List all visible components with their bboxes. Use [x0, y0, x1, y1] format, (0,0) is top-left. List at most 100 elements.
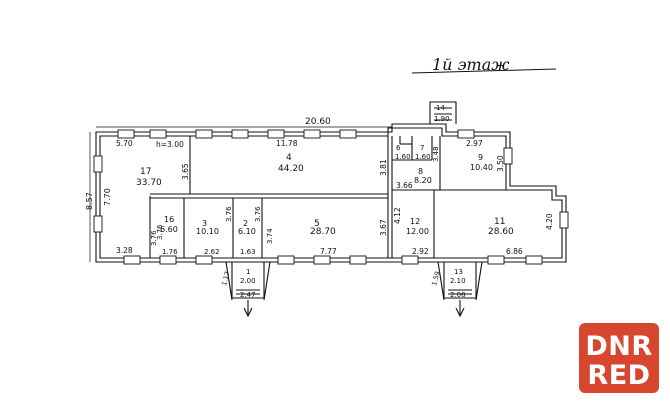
porch-left — [231, 262, 265, 299]
watermark-logo: DNR RED — [579, 323, 659, 393]
room-area: 28.60 — [488, 227, 514, 237]
dimension-label: 3.76 — [156, 224, 164, 240]
room-9: 9 10.40 — [470, 153, 493, 172]
room-area: 1.60 — [415, 153, 431, 161]
dimension-label: 3.50 — [496, 155, 505, 172]
window — [503, 147, 513, 165]
room-area: 44.20 — [278, 164, 304, 174]
dimension-label: 1.63 — [240, 248, 256, 256]
room-4: 4 44.20 — [278, 153, 304, 174]
dimension-label: 2.08 — [450, 291, 466, 299]
window — [401, 255, 419, 265]
porch-right — [443, 262, 477, 299]
room-16: 16 6.60 — [160, 215, 178, 234]
room-number: 2 — [243, 219, 248, 228]
window — [277, 255, 295, 265]
room-number: 17 — [140, 167, 151, 177]
floor-title-text: 1й этаж — [432, 55, 510, 74]
room-11: 11 28.60 — [488, 217, 514, 237]
porch-rail — [475, 261, 483, 301]
room-area: 10.40 — [470, 163, 493, 172]
outer-wall — [95, 123, 567, 263]
room-area: 2.10 — [450, 277, 466, 285]
room-area: 1.90 — [434, 115, 450, 123]
room-number: 8 — [418, 167, 423, 176]
dimension-label: 2.92 — [412, 247, 429, 256]
window — [195, 255, 213, 265]
windows — [93, 129, 569, 265]
floor-title: 1й этаж — [411, 55, 557, 74]
window — [149, 129, 167, 139]
room-area: 12.00 — [406, 227, 429, 236]
overall-height-label: 8.57 — [85, 192, 94, 210]
dimension-label: 3.67 — [379, 219, 388, 236]
room-number: 6 — [396, 144, 401, 152]
ceiling-height-label: h=3.00 — [156, 140, 184, 149]
dimension-label: 3.66 — [396, 181, 413, 190]
porch-rail — [263, 261, 271, 301]
room-area: 1.60 — [395, 153, 411, 161]
dimension-label: 6.86 — [506, 247, 523, 256]
window — [93, 215, 103, 233]
dimension-label: 3.65 — [181, 163, 190, 180]
window — [123, 255, 141, 265]
room-number: 13 — [454, 268, 463, 276]
room-13: 13 2.10 — [450, 268, 466, 285]
room-number: 4 — [286, 153, 292, 163]
room-area: 8.20 — [414, 176, 432, 185]
room-number: 16 — [164, 215, 174, 224]
stair-tower — [429, 101, 457, 124]
window — [267, 129, 285, 139]
dimension-label: 4.12 — [393, 207, 402, 224]
entry-arrow — [455, 300, 465, 318]
window — [349, 255, 367, 265]
dimension-label: 3.76 — [254, 206, 262, 222]
dimension-label: 1.76 — [162, 248, 178, 256]
dimension-label: 2.62 — [204, 248, 220, 256]
dimension-label: 2.47 — [240, 291, 256, 299]
dimension-label: 3.76 — [225, 206, 233, 222]
room-number: 1 — [246, 268, 250, 276]
dimension-label: 1.59 — [430, 270, 441, 286]
dimension-label: 1.17 — [220, 270, 231, 286]
dimension-label: 11.78 — [276, 139, 298, 148]
window — [339, 129, 357, 139]
room-number: 3 — [202, 219, 207, 228]
dimension-label: 2.97 — [466, 139, 483, 148]
dimension-label: 7.77 — [320, 247, 337, 256]
window — [457, 129, 475, 139]
room-number: 14 — [436, 104, 445, 112]
room-8: 8 8.20 — [414, 167, 432, 185]
window — [303, 129, 321, 139]
room-3: 3 10.10 — [196, 219, 219, 236]
dimension-label: 3.81 — [379, 159, 388, 176]
window — [559, 211, 569, 229]
window — [117, 129, 135, 139]
dimension-labels: 5.70 h=3.00 11.78 2.97 3.50 3.81 3.65 3.… — [116, 139, 554, 299]
dimension-label: 3.74 — [266, 228, 274, 244]
dimension-label: 4.20 — [545, 213, 554, 230]
window — [487, 255, 505, 265]
floor-title-underline — [411, 68, 557, 74]
room-2: 2 6.10 — [238, 219, 256, 236]
dimension-label: 3.48 — [432, 146, 440, 162]
window — [93, 155, 103, 173]
room-number: 9 — [478, 153, 483, 162]
room-number: 5 — [314, 219, 320, 229]
inner-height-label: 7.70 — [103, 188, 112, 206]
window — [525, 255, 543, 265]
room-number: 11 — [494, 217, 505, 227]
window — [313, 255, 331, 265]
room-17: 17 33.70 — [136, 167, 162, 188]
room-area: 33.70 — [136, 178, 162, 188]
room-6: 6 1.60 — [395, 144, 411, 161]
porch-rail — [437, 261, 445, 301]
window — [231, 129, 249, 139]
watermark-text-line1: DNR — [585, 331, 653, 362]
dimension-label: 3.28 — [116, 246, 133, 255]
room-area: 28.70 — [310, 227, 336, 237]
overall-length-label: 20.60 — [305, 117, 331, 127]
room-5: 5 28.70 — [310, 219, 336, 237]
window — [195, 129, 213, 139]
